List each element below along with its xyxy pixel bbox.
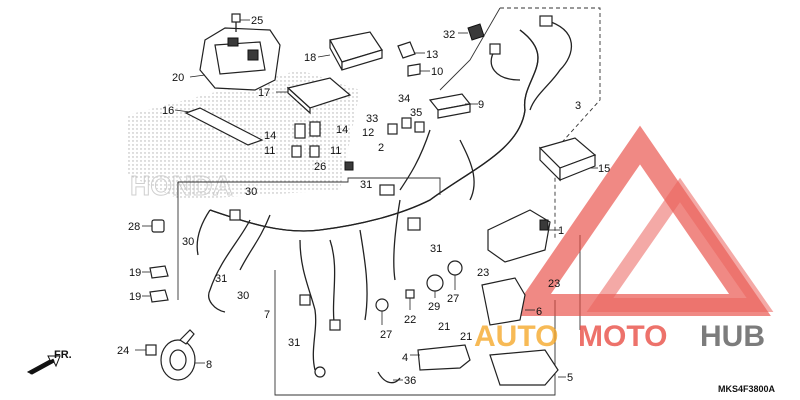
callout-31-right: 31: [430, 243, 442, 255]
callout-labels: 1 2 3 4 5 6 7 8 9 10 11 11 12 13 14 14 1…: [117, 15, 610, 387]
diagram-part-code: MKS4F3800A: [718, 384, 776, 394]
callout-14-left: 14: [264, 130, 276, 142]
part-5-bracket: [489, 349, 566, 386]
part-27-clamp-left: [375, 298, 389, 325]
front-direction-arrow: FR.: [26, 349, 72, 375]
part-8-horn: [160, 329, 205, 381]
callout-12: 12: [362, 127, 374, 139]
callout-13: 13: [426, 49, 438, 61]
callout-33: 33: [366, 113, 378, 125]
callout-30-left: 30: [182, 236, 194, 248]
callout-27-left: 27: [380, 329, 392, 341]
callout-31-left: 31: [215, 273, 227, 285]
part-13-connector: [397, 41, 425, 59]
callout-27-right: 27: [447, 293, 459, 305]
part-15-control-box: [538, 137, 598, 182]
automotohub-watermark: AUTO MOTO HUB: [474, 125, 774, 353]
connector-cluster: [291, 117, 425, 171]
callout-29: 29: [428, 301, 440, 313]
callout-6: 6: [536, 306, 542, 318]
callout-30-mid: 30: [237, 290, 249, 302]
callout-7: 7: [264, 309, 270, 321]
callout-32: 32: [443, 29, 455, 41]
callout-10: 10: [431, 66, 443, 78]
callout-23-right: 23: [548, 278, 560, 290]
callout-21-upper: 21: [438, 321, 450, 333]
watermark-moto-text: MOTO: [578, 320, 667, 353]
direction-label: FR.: [54, 349, 72, 361]
part-20-bracket: [189, 27, 281, 91]
part-25-bolt: [231, 13, 250, 32]
part-17-module: [276, 77, 352, 115]
callout-22: 22: [404, 314, 416, 326]
part-24-bolt: [135, 344, 157, 356]
part-32-clip: [458, 23, 485, 41]
part-36-band: [377, 371, 403, 384]
part-28-grommet: [142, 219, 165, 233]
part-22-bolt: [405, 289, 415, 310]
callout-35: 35: [410, 107, 422, 119]
callout-26: 26: [314, 161, 326, 173]
callout-36: 36: [404, 375, 416, 387]
part-29-clamp: [426, 274, 444, 298]
part-27-clamp-right: [447, 260, 463, 290]
callout-21-lower: 21: [460, 331, 472, 343]
callout-4: 4: [402, 352, 408, 364]
part-1-ecu: [487, 209, 560, 263]
callout-5: 5: [567, 372, 573, 384]
part-19-clip-lower: [142, 289, 169, 303]
callout-19-lower: 19: [129, 291, 141, 303]
part-6-bracket: [481, 277, 535, 326]
callout-1: 1: [558, 225, 564, 237]
callout-16: 16: [162, 105, 174, 117]
watermark-auto-text: AUTO: [474, 320, 558, 353]
callout-24: 24: [117, 345, 129, 357]
callout-19-upper: 19: [129, 267, 141, 279]
part-4-bracket: [410, 344, 471, 371]
part-16-strip: [174, 107, 264, 146]
svg-text:HONDA: HONDA: [130, 170, 233, 201]
part-18-relay-unit: [317, 31, 383, 71]
part-9-relay: [428, 93, 478, 119]
callout-15: 15: [598, 163, 610, 175]
callout-23-left: 23: [477, 267, 489, 279]
callout-3: 3: [575, 100, 581, 112]
callout-20: 20: [172, 72, 184, 84]
callout-34: 34: [398, 93, 410, 105]
part-10-grommet: [407, 63, 430, 77]
callout-14-right: 14: [336, 124, 348, 136]
callout-17: 17: [258, 87, 270, 99]
callout-2: 2: [378, 142, 384, 154]
callout-31-bottom: 31: [288, 337, 300, 349]
main-wire-harness: [196, 15, 572, 378]
callout-28: 28: [128, 221, 140, 233]
callout-11-right: 11: [330, 145, 341, 157]
callout-18: 18: [304, 52, 316, 64]
callout-11-left: 11: [264, 145, 275, 157]
callout-9: 9: [478, 99, 484, 111]
callout-8: 8: [206, 359, 212, 371]
callout-30-top: 30: [245, 186, 257, 198]
part-19-clip-upper: [142, 265, 169, 279]
callout-31-top: 31: [360, 179, 372, 191]
callout-25: 25: [251, 15, 263, 27]
watermark-hub-text: HUB: [700, 320, 765, 353]
